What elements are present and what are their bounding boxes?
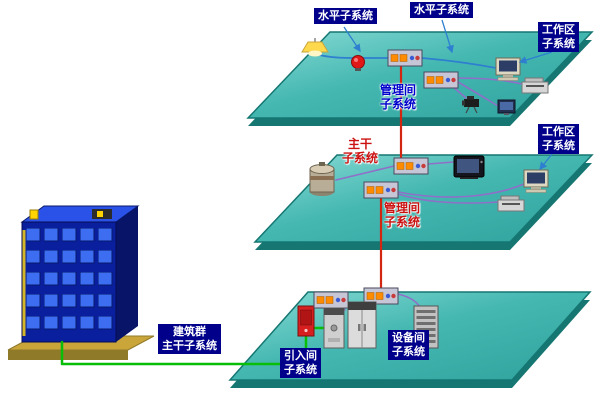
label-text: 引入间 xyxy=(284,349,317,362)
pointer-workarea-2 xyxy=(539,153,553,171)
cable-horizontal-right xyxy=(421,57,497,69)
label-workarea-subsystem-1: 工作区 子系统 xyxy=(538,22,579,52)
pointer-horizontal-2 xyxy=(441,19,454,54)
tv-icon xyxy=(453,155,485,180)
patch-panel-icon xyxy=(393,157,429,175)
label-text: 子系统 xyxy=(380,96,417,111)
building-icon xyxy=(20,205,140,343)
label-text: 管理间 xyxy=(384,201,421,215)
cable-to-monitor xyxy=(457,81,499,107)
pointer-horizontal-1 xyxy=(343,26,361,53)
label-campus-backbone-subsystem: 建筑群 主干子系统 xyxy=(158,324,221,354)
label-text: 子系统 xyxy=(392,344,425,358)
label-text: 子系统 xyxy=(384,214,421,229)
patch-panel-icon xyxy=(423,71,459,89)
entrance-cabinet-icon xyxy=(297,305,315,337)
patch-panel-icon xyxy=(387,49,423,67)
pointer-workarea-1 xyxy=(518,51,553,64)
cable-to-tv xyxy=(427,161,455,165)
label-workarea-subsystem-2: 工作区 子系统 xyxy=(538,124,579,154)
label-text: 子系统 xyxy=(284,362,317,376)
patch-panel-icon xyxy=(313,291,349,309)
label-text: 子系统 xyxy=(542,36,575,50)
label-text: 工作区 xyxy=(542,23,575,36)
label-backbone-subsystem: 主干 子系统 xyxy=(342,137,379,166)
label-text: 主干 xyxy=(348,137,373,151)
cable-to-workarea-printer xyxy=(397,193,499,204)
equipment-cabinet-icon xyxy=(323,307,345,349)
label-text: 子系统 xyxy=(542,138,575,152)
cable-to-printer xyxy=(457,77,523,85)
label-management-subsystem-1: 管理间 子系统 xyxy=(380,83,417,112)
label-text: 建筑群 xyxy=(173,325,206,338)
patch-panel-icon xyxy=(363,181,399,199)
cable-to-workarea-pc xyxy=(397,183,525,198)
label-text: 主干子系统 xyxy=(162,338,217,352)
label-entrance-subsystem: 引入间 子系统 xyxy=(280,348,321,378)
label-horizontal-subsystem-2: 水平子系统 xyxy=(410,2,473,18)
label-equipment-room-subsystem: 设备间 子系统 xyxy=(388,330,429,360)
label-text: 工作区 xyxy=(542,125,575,138)
label-text: 水平子系统 xyxy=(318,9,373,22)
label-text: 子系统 xyxy=(342,150,379,165)
equipment-cabinet-icon xyxy=(347,301,377,349)
label-horizontal-subsystem-1: 水平子系统 xyxy=(314,8,377,24)
cable-to-boiler xyxy=(335,165,395,181)
label-text: 管理间 xyxy=(380,83,417,97)
label-text: 水平子系统 xyxy=(414,3,469,16)
label-management-subsystem-2: 管理间 子系统 xyxy=(384,201,421,230)
floor-middle xyxy=(253,154,594,250)
monitor-icon xyxy=(497,99,516,116)
boiler-icon xyxy=(309,161,335,197)
label-text: 设备间 xyxy=(392,331,425,344)
